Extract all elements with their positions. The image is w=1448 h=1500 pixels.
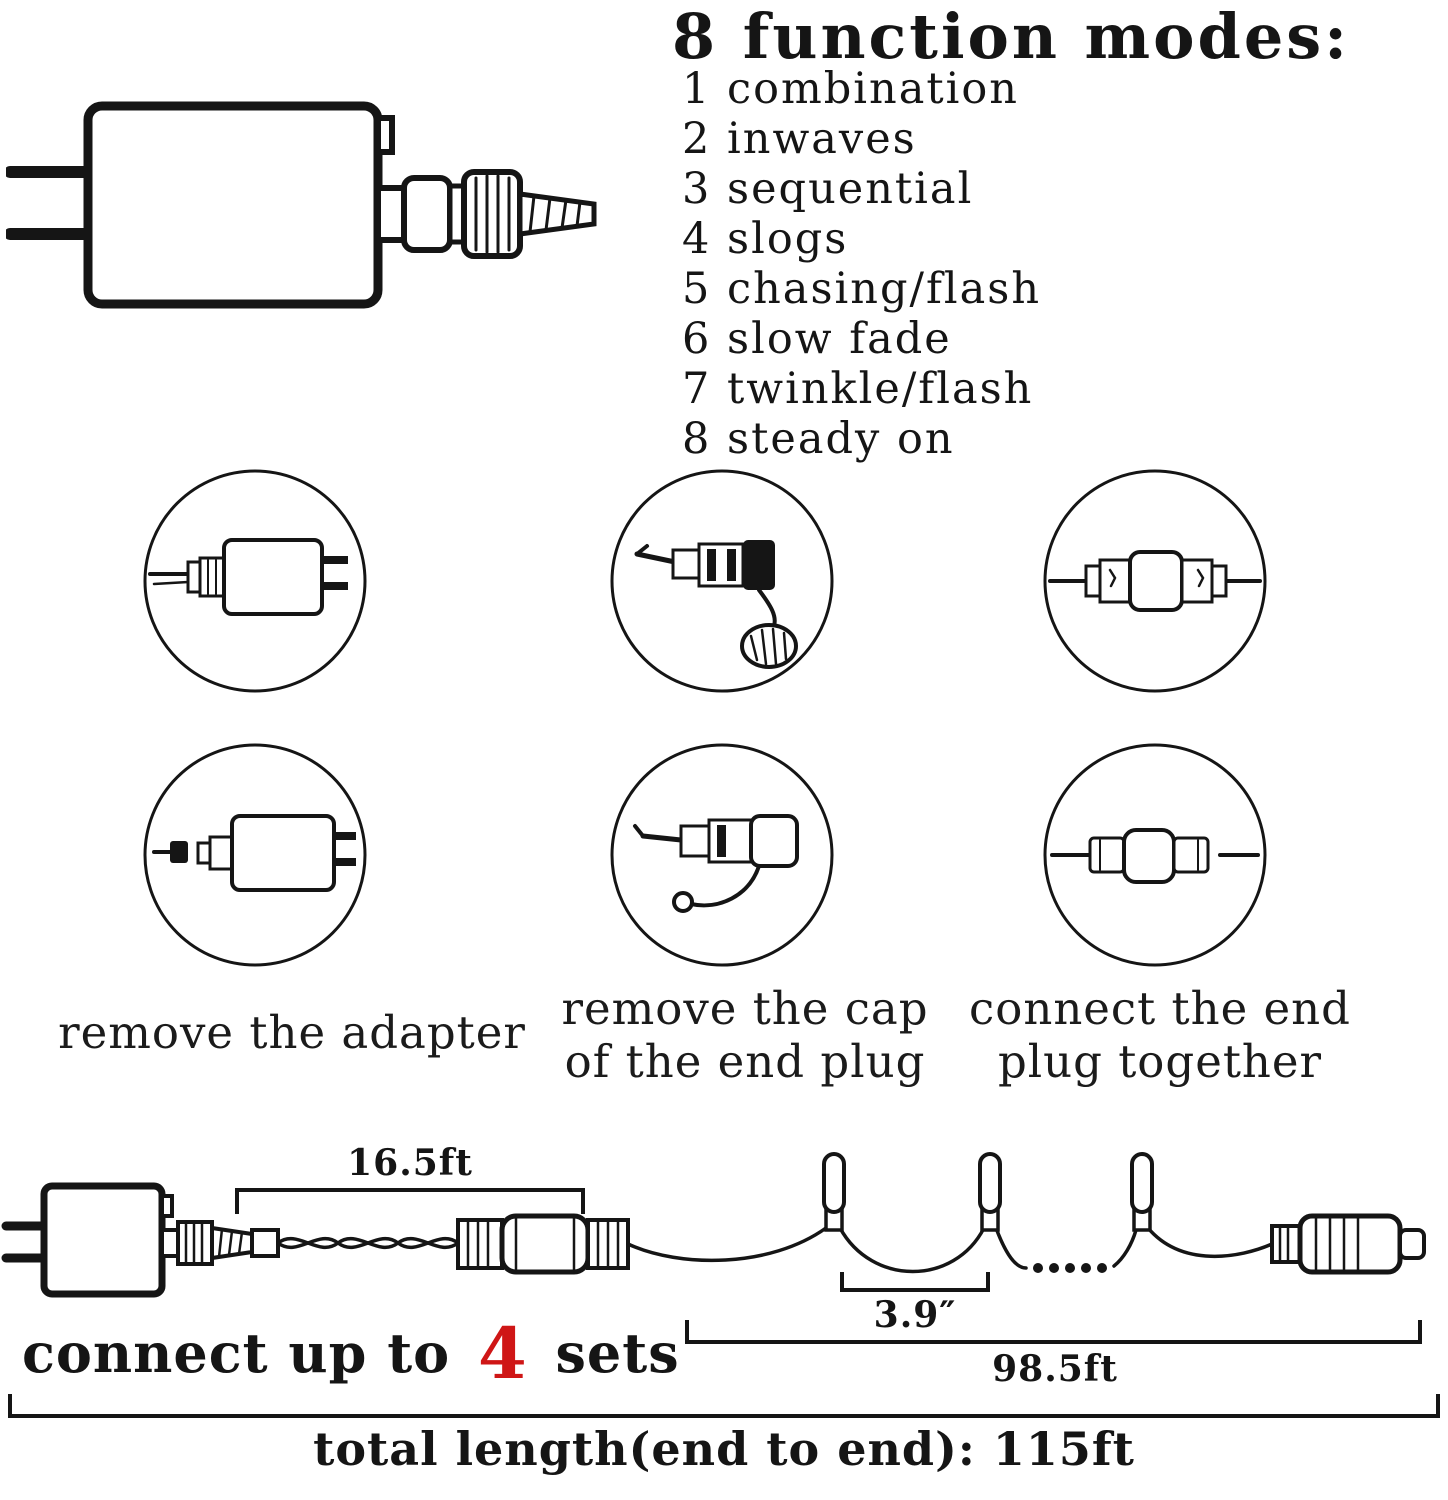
function-mode-item: 7 twinkle/flash	[682, 364, 1034, 414]
function-mode-item: 5 chasing/flash	[682, 264, 1042, 314]
connect-note-prefix: connect up to	[22, 1321, 451, 1385]
step-adapter-removed-illustration	[143, 743, 367, 967]
function-modes-list: 1 combination 2 inwaves 3 sequential 4 s…	[682, 64, 1041, 464]
caption-connect-plug: connect the end plug together	[920, 982, 1400, 1088]
function-modes-heading: 8 function modes:	[672, 0, 1351, 73]
caption-remove-cap: remove the cap of the end plug	[505, 982, 985, 1088]
total-length-label: total length(end to end): 115ft	[313, 1422, 1135, 1476]
caption-line: of the end plug	[564, 1035, 926, 1088]
dim-98-5ft-bracket	[685, 1320, 1422, 1344]
connect-note: connect up to 4 sets	[22, 1312, 680, 1395]
caption-line: connect the end	[969, 982, 1351, 1035]
connect-note-suffix: sets	[555, 1321, 680, 1385]
step-adapter-attached-illustration	[143, 469, 367, 693]
dim-16-5ft-bracket	[235, 1188, 585, 1214]
function-mode-item: 3 sequential	[682, 164, 974, 214]
function-mode-item: 6 slow fade	[682, 314, 952, 364]
caption-line: remove the adapter	[58, 1006, 526, 1059]
dim-3-9in-bracket	[840, 1272, 990, 1292]
power-adapter-illustration	[6, 101, 597, 309]
function-mode-item: 2 inwaves	[682, 114, 917, 164]
step-end-plugs-connected-illustration	[1043, 743, 1267, 967]
function-mode-item: 4 slogs	[682, 214, 849, 264]
caption-remove-adapter: remove the adapter	[52, 1006, 532, 1059]
caption-line: plug together	[997, 1035, 1323, 1088]
total-length-bracket	[8, 1394, 1440, 1418]
connect-note-count: 4	[478, 1312, 528, 1395]
caption-line: remove the cap	[561, 982, 929, 1035]
function-mode-item: 1 combination	[682, 64, 1019, 114]
step-end-plug-capped-illustration	[610, 469, 834, 693]
dim-3-9in-label: 3.9″	[873, 1294, 957, 1336]
step-end-plugs-joined-illustration	[1043, 469, 1267, 693]
function-mode-item: 8 steady on	[682, 414, 955, 464]
step-cap-removed-illustration	[610, 743, 834, 967]
light-string-schematic	[1, 1152, 1426, 1298]
dim-98-5ft-label: 98.5ft	[992, 1348, 1118, 1390]
dim-16-5ft-label: 16.5ft	[347, 1142, 473, 1184]
